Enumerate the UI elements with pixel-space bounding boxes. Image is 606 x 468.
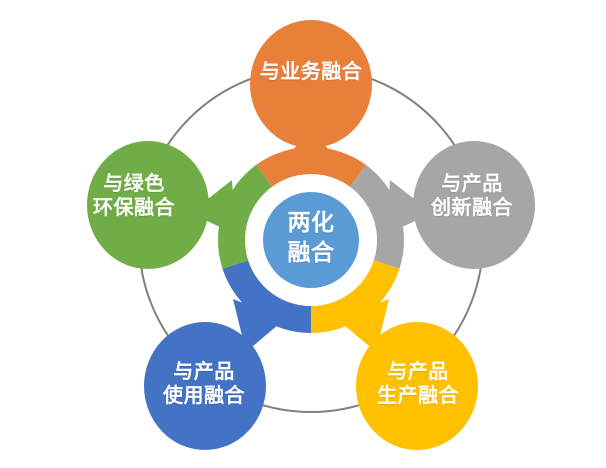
tail-product-usage <box>233 299 285 352</box>
bubble-green-environment[interactable] <box>87 141 209 269</box>
ring-segment-product-usage[interactable] <box>222 260 312 334</box>
bubble-group <box>87 20 535 450</box>
ring-segment-product-innovation[interactable] <box>349 164 405 269</box>
bubble-business[interactable] <box>250 20 372 148</box>
bubble-product-innovation[interactable] <box>413 141 535 269</box>
donut-ring <box>217 147 405 334</box>
ring-segment-business[interactable] <box>256 147 366 188</box>
tail-product-manufacturing <box>337 299 389 352</box>
bubble-product-usage[interactable] <box>144 322 266 450</box>
bubble-product-manufacturing[interactable] <box>356 322 478 450</box>
ring-segment-product-manufacturing[interactable] <box>311 260 400 333</box>
ring-segment-green-environment[interactable] <box>217 164 273 269</box>
hub-circle[interactable] <box>263 192 359 288</box>
